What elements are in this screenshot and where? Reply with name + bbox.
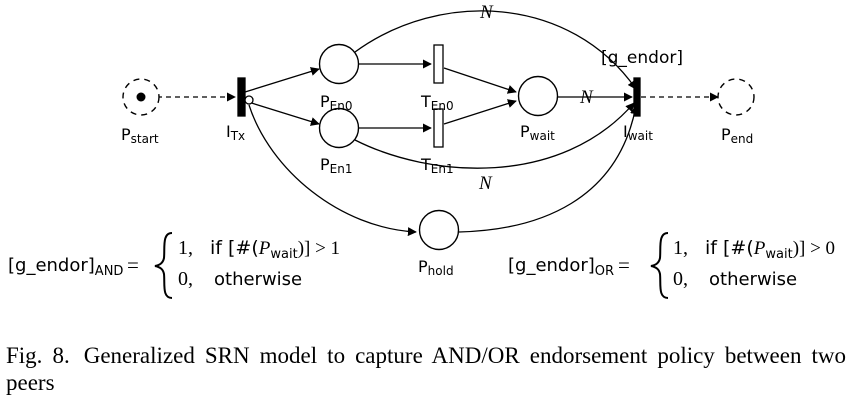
equation-or-equals: =: [618, 253, 630, 277]
place-end: [717, 78, 755, 116]
arc-label-top: N: [479, 2, 494, 23]
inhibitor-circle: [244, 95, 254, 105]
equation-or: [g_endor]OR = 1, if [#(Pwait)] > 0 0, ot…: [508, 232, 835, 299]
arc-ten1-wait: [443, 99, 517, 125]
equation-and-equals: =: [127, 253, 139, 277]
equation-and: [g_endor]AND = 1, if [#(Pwait)] > 1 0, o…: [8, 232, 340, 299]
equation-or-case2-value: 0,: [673, 268, 688, 290]
equation-or-lhs: [g_endor]OR: [508, 255, 614, 279]
arc-en0-iwait: [354, 10, 637, 90]
transition-i-wait: [633, 77, 641, 117]
place-hold: [418, 209, 460, 251]
label-p-hold: Phold: [418, 257, 454, 278]
place-wait: [517, 75, 559, 117]
arc-hold-iwait: [458, 105, 639, 233]
equation-and-lhs: [g_endor]AND: [8, 255, 123, 279]
place-en0: [318, 43, 360, 85]
label-p-wait: Pwait: [520, 122, 555, 143]
arc-en1-iwait: [354, 102, 635, 169]
equation-and-case1-cond: if [#(Pwait)] > 1: [210, 237, 340, 262]
label-i-wait: Iwait: [623, 122, 653, 143]
arc-tx-hold: [248, 104, 417, 237]
figure-caption: Fig. 8.Generalized SRN model to capture …: [6, 342, 846, 396]
arc-ten0-wait: [443, 67, 517, 94]
place-start-token: [136, 92, 146, 102]
transition-t-en0: [433, 44, 444, 84]
equation-or-case2-cond: otherwise: [709, 269, 797, 290]
label-p-en1: PEn1: [320, 155, 352, 176]
transition-t-en1: [433, 108, 444, 148]
arc-label-bottom: N: [478, 173, 493, 194]
label-p-end: Pend: [721, 125, 753, 146]
equation-and-brace: [154, 232, 173, 299]
arc-tx-en1: [244, 100, 320, 126]
label-p-en0: PEn0: [320, 92, 352, 113]
label-t-en1: TEn1: [420, 155, 454, 176]
equation-and-case2-cond: otherwise: [214, 269, 302, 290]
arc-label-middle: N: [579, 87, 594, 108]
equation-and-case1-value: 1,: [178, 237, 193, 259]
label-i-tx: ITx: [226, 122, 245, 143]
arc-tx-en0: [244, 67, 320, 93]
label-t-en0: TEn0: [420, 92, 454, 113]
label-p-start: Pstart: [121, 125, 159, 146]
equation-or-brace: [650, 232, 669, 299]
equation-or-case1-value: 1,: [673, 237, 688, 259]
equation-and-case2-value: 0,: [178, 268, 193, 290]
transition-i-tx: [237, 77, 246, 117]
figure-caption-text: Generalized SRN model to capture AND/OR …: [6, 343, 847, 395]
place-en1: [318, 107, 360, 149]
guard-label: [g_endor]: [601, 48, 683, 68]
figure-label: Fig. 8.: [6, 343, 70, 368]
equation-or-case1-cond: if [#(Pwait)] > 0: [705, 237, 835, 262]
